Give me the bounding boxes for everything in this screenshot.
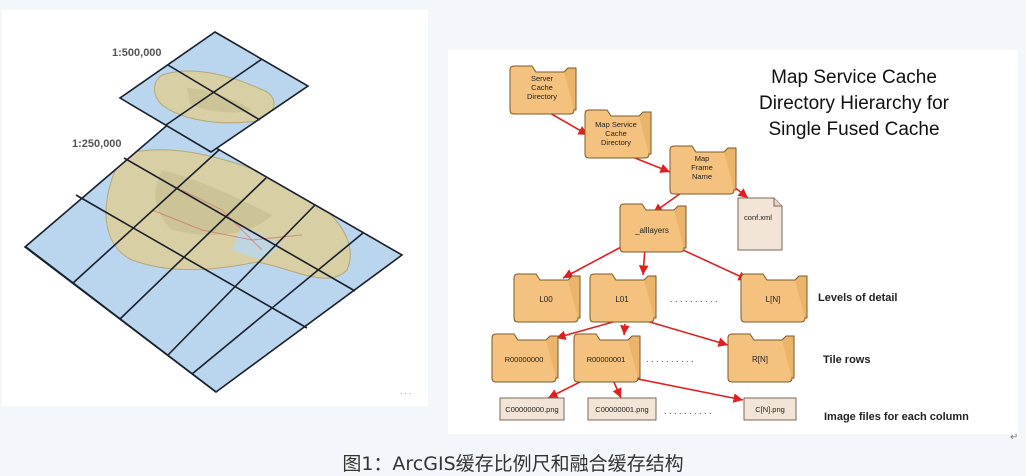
folder-label-line-1: Map [695,154,710,163]
file-label: C[N].png [755,405,785,414]
folder-label: R00000001 [587,355,626,364]
folder-label-line-3: Name [692,172,712,181]
cache-hierarchy-diagram: Map Service Cache Directory Hierarchy fo… [491,65,969,423]
title-line-1: Map Service Cache [771,67,937,88]
scale-pyramid-panel: 1:500,000 1:250,000 . . . [2,10,428,406]
folder-label: R00000000 [505,355,544,364]
scale-label-250k: 1:250,000 [72,138,122,150]
file-conf-xml: conf.xml [737,197,783,251]
file-c00000001-png: C00000001.png [587,397,657,421]
file-label: C00000001.png [595,405,648,414]
folder-level-l00: L00 [513,273,581,323]
tile-layer-500k [118,31,310,153]
levels-ellipsis: . . . . . . . . . . [670,294,718,304]
folder-row-rn: R[N] [727,333,795,383]
rows-ellipsis: . . . . . . . . . . [646,354,694,364]
folder-label: _alllayers [634,226,669,235]
file-cn-png: C[N].png [743,397,797,421]
folder-label-line-1: Server [531,74,554,83]
folder-label: R[N] [752,355,768,364]
folder-label-line-1: Map Service [595,120,637,129]
folder-label: L[N] [766,295,781,304]
file-c00000000-png: C00000000.png [499,397,565,421]
cache-hierarchy-panel: Map Service Cache Directory Hierarchy fo… [448,50,1018,434]
title-line-3: Single Fused Cache [768,119,939,140]
file-label: C00000000.png [505,405,558,414]
files-ellipsis: . . . . . . . . . . [664,406,712,416]
tile-layer-250k [23,121,404,393]
scale-label-500k: 1:500,000 [112,47,162,59]
folder-alllayers: _alllayers [619,203,687,253]
folder-label: L00 [539,295,553,304]
folder-label-line-2: Cache [531,83,553,92]
folder-level-ln: L[N] [740,273,808,323]
folder-map-frame-name: Map Frame Name [669,145,737,195]
file-label: conf.xml [744,213,772,222]
title-line-2: Directory Hierarchy for [759,93,950,114]
folder-level-l01: L01 [589,273,657,323]
folder-label-line-2: Frame [691,163,713,172]
folder-row-r00000001: R00000001 [573,333,641,383]
return-mark-icon: ↵ [1010,432,1019,443]
folder-label: L01 [615,295,629,304]
figure-caption: 图1：ArcGIS缓存比例尺和融合缓存结构 [342,453,684,475]
diagram-title: Map Service Cache Directory Hierarchy fo… [759,67,950,140]
scale-pyramid-figure: 1:500,000 1:250,000 . . . [23,31,411,396]
levels-of-detail-label: Levels of detail [818,292,897,304]
corner-dots: . . . [400,387,411,396]
folder-map-service-cache: Map Service Cache Directory [584,109,652,159]
folder-label-line-2: Cache [605,129,627,138]
folder-label-line-3: Directory [601,138,631,147]
tile-rows-label: Tile rows [823,354,870,366]
image-files-label: Image files for each column [824,411,969,423]
folder-server-cache: Server Cache Directory [509,65,577,115]
folder-row-r00000000: R00000000 [491,333,559,383]
folder-label-line-3: Directory [527,92,557,101]
